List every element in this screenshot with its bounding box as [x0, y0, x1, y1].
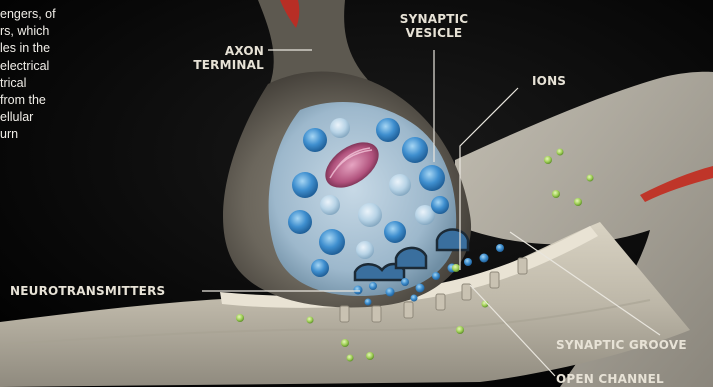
intro-line: rs, which: [0, 23, 56, 40]
synaptic-vesicle-label-line1: SYNAPTIC: [384, 12, 484, 26]
intro-line: les in the: [0, 40, 56, 57]
intro-paragraph: engers, of rs, which les in the electric…: [0, 6, 56, 144]
ions-label: IONS: [532, 74, 566, 88]
synaptic-groove-label: SYNAPTIC GROOVE: [556, 338, 687, 352]
intro-line: ellular: [0, 109, 56, 126]
neurotransmitters-label: NEUROTRANSMITTERS: [10, 284, 165, 298]
axon-terminal-label: AXON TERMINAL: [176, 44, 264, 72]
axon-terminal-label-line2: TERMINAL: [176, 58, 264, 72]
open-channel-label: OPEN CHANNEL: [556, 372, 664, 386]
axon-terminal-label-line1: AXON: [176, 44, 264, 58]
intro-line: from the: [0, 92, 56, 109]
synaptic-vesicle-label-line2: VESICLE: [384, 26, 484, 40]
intro-line: electrical: [0, 58, 56, 75]
intro-line: engers, of: [0, 6, 56, 23]
intro-line: trical: [0, 75, 56, 92]
synaptic-vesicle-label: SYNAPTIC VESICLE: [384, 12, 484, 40]
intro-line: urn: [0, 126, 56, 143]
